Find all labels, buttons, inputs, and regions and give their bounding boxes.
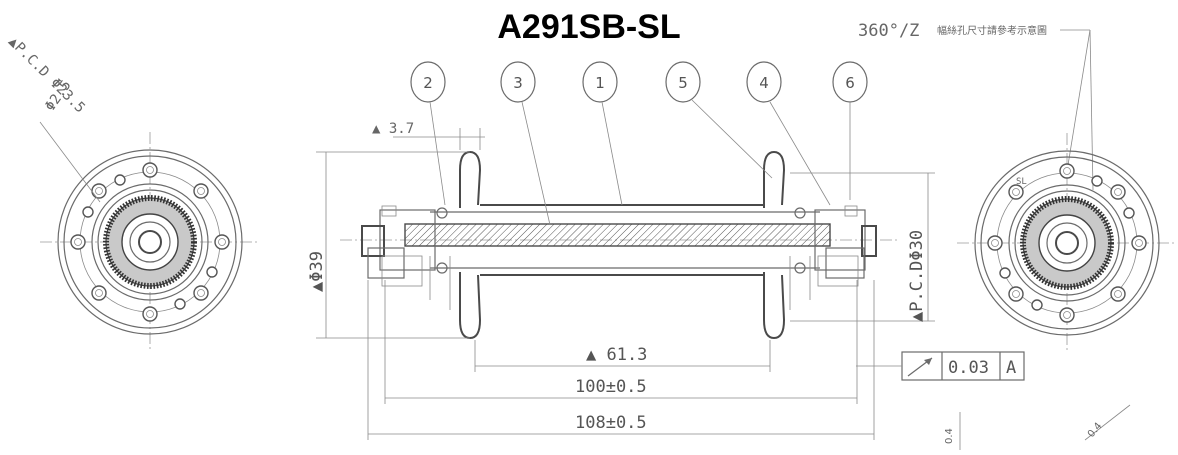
drawing-title: A291SB-SL — [497, 8, 680, 46]
tolerance-value: 0.03 — [948, 358, 989, 378]
svg-text:3: 3 — [513, 74, 523, 92]
left-flange-holes — [70, 162, 230, 322]
dimension-flange-width: ▲ 3.7 — [372, 121, 485, 150]
svg-text:5: 5 — [678, 74, 688, 92]
thread-note: 幅絲孔尺寸請參考示意圖 — [937, 24, 1047, 37]
svg-text:4: 4 — [759, 74, 769, 92]
note-leader-lines — [1060, 29, 1094, 191]
svg-text:▲P.C.DΦ30: ▲P.C.DΦ30 — [907, 230, 927, 322]
left-end-view — [39, 121, 260, 352]
angle-note: 360°/Z — [858, 21, 919, 41]
part-bubble: 1 — [582, 61, 623, 206]
svg-text:▲ 3.7: ▲ 3.7 — [372, 121, 414, 137]
dimension-pcd-right: ▲P.C.DΦ30 — [790, 172, 935, 322]
part-bubble: 3 — [500, 61, 551, 226]
right-bearing-pattern — [1020, 196, 1114, 290]
svg-text:2: 2 — [423, 74, 433, 92]
dimension-flange-spacing: ▲ 61.3 — [474, 340, 771, 372]
svg-text:6: 6 — [845, 74, 855, 92]
part-bubble: 6 — [832, 61, 868, 200]
dimension-height: ▲Φ39 — [307, 151, 470, 339]
runout-tolerance-frame: 0.03 A — [856, 351, 1025, 381]
right-sl-mark: SL — [1016, 177, 1027, 187]
part-bubbles: 2 3 1 5 4 6 — [410, 61, 868, 226]
svg-text:1: 1 — [595, 74, 605, 92]
left-bearing-pattern — [103, 195, 197, 289]
svg-text:▲Φ39: ▲Φ39 — [307, 251, 327, 292]
dimension-overall-length: 108±0.5 — [367, 280, 875, 440]
right-end-view — [957, 133, 1177, 353]
tolerance-datum: A — [1006, 358, 1016, 378]
svg-text:100±0.5: 100±0.5 — [575, 377, 647, 397]
dimension-inner-length: 100±0.5 — [384, 280, 858, 404]
corner-marks: 0.4 0.4 — [944, 404, 1131, 450]
part-bubble: 5 — [665, 61, 773, 179]
hub-side-view — [340, 150, 900, 340]
part-bubble: 4 — [746, 61, 831, 206]
part-bubble: 2 — [410, 61, 446, 206]
right-flange-holes — [987, 163, 1147, 323]
svg-text:▲ 61.3: ▲ 61.3 — [586, 345, 647, 365]
svg-text:108±0.5: 108±0.5 — [575, 413, 647, 433]
svg-text:0.4: 0.4 — [944, 428, 955, 444]
